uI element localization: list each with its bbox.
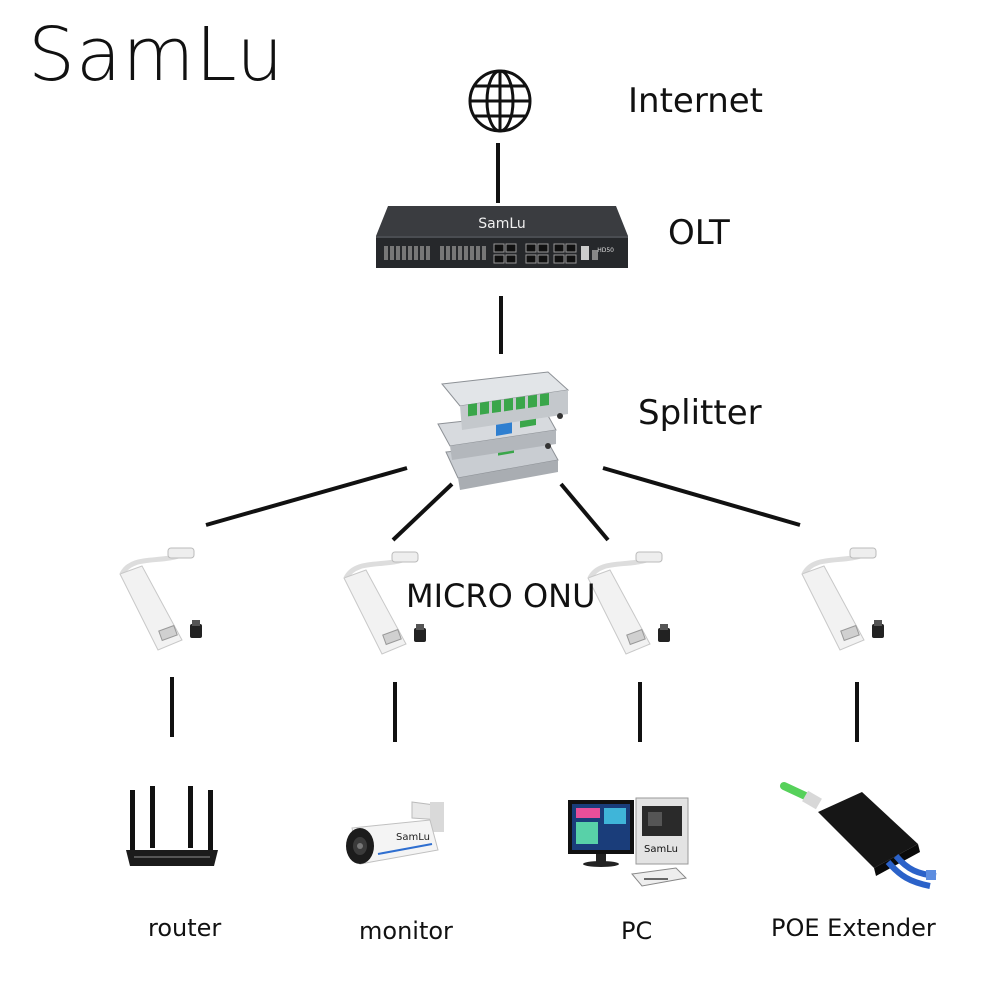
camera-brand-text: SamLu [396, 832, 430, 843]
poe-extender-device [780, 782, 937, 889]
pc-brand-text: SamLu [644, 844, 678, 855]
link-splitter-onu-1 [205, 466, 408, 527]
brand-logo: SamLu [28, 12, 285, 98]
monitor-label: monitor [359, 917, 453, 945]
olt-model-text: HD50 [597, 247, 614, 254]
micro-onu-3 [587, 551, 670, 655]
link-splitter-onu-4 [602, 466, 801, 527]
pc-device: SamLu [568, 797, 689, 887]
splitter-label: Splitter [638, 393, 762, 433]
micro-onu-label: MICRO ONU [406, 577, 596, 615]
micro-onu-4 [801, 547, 884, 651]
router-device [126, 786, 218, 866]
globe-icon [468, 69, 532, 133]
olt-label: OLT [668, 213, 730, 253]
olt-brand-text: SamLu [478, 216, 526, 232]
olt-device: SamLu HD50 [376, 206, 628, 268]
router-label: router [148, 914, 222, 942]
poe-extender-label: POE Extender [771, 914, 936, 942]
splitter-device [437, 371, 570, 490]
internet-label: Internet [628, 81, 764, 121]
camera-device: SamLu [346, 801, 444, 865]
micro-onu-1 [119, 547, 202, 651]
micro-onu-2 [343, 551, 426, 655]
pc-label: PC [621, 917, 653, 945]
